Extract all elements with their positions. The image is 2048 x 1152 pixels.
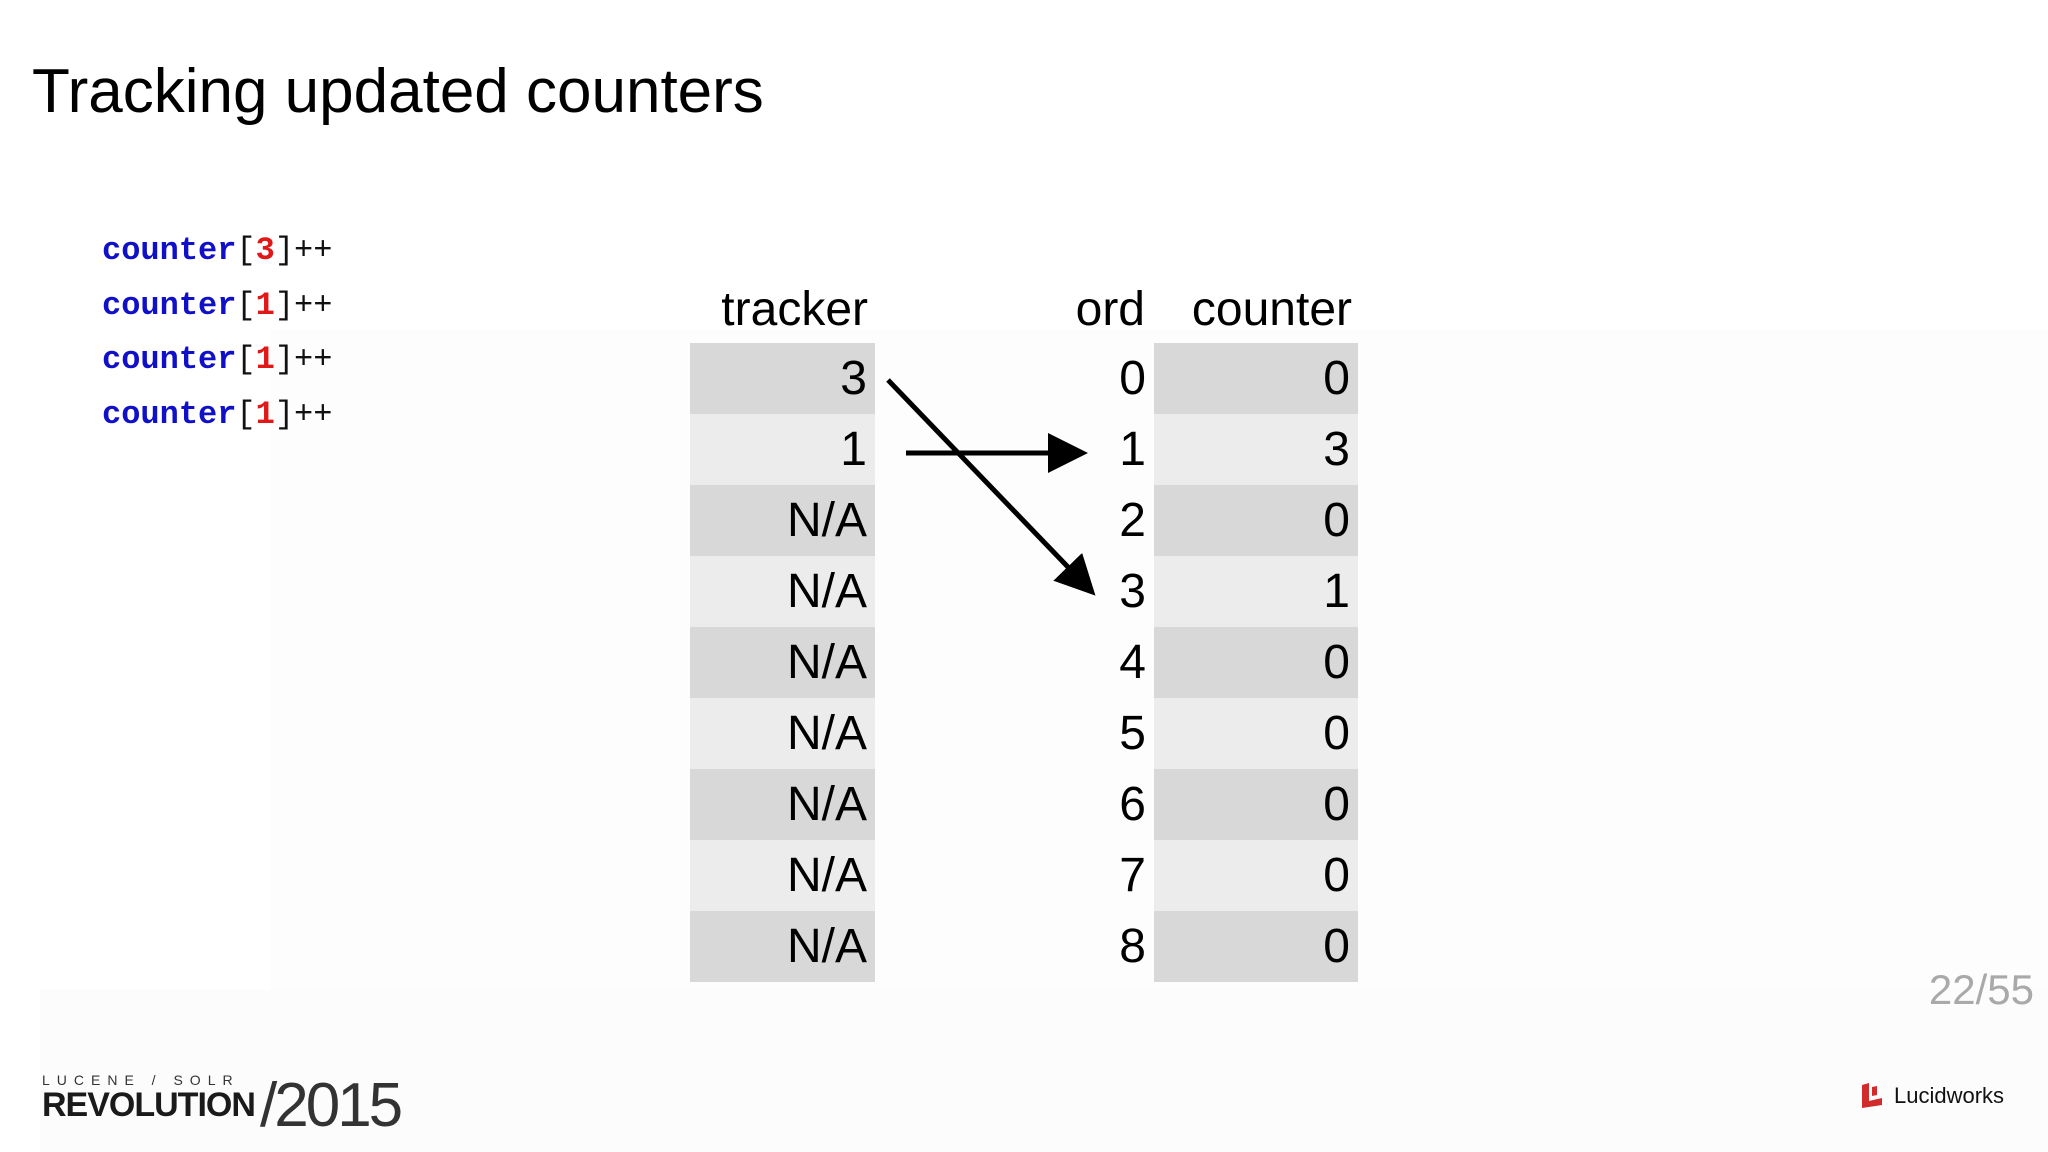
code-index: 1 bbox=[255, 286, 275, 324]
code-block: counter[3]++ counter[1]++ counter[1]++ c… bbox=[102, 224, 332, 442]
tracker-column: 3 1 N/A N/A N/A N/A N/A N/A N/A bbox=[690, 343, 875, 982]
tracker-cell: N/A bbox=[690, 840, 875, 911]
ord-cell: 8 bbox=[1119, 920, 1146, 973]
tracker-cell: N/A bbox=[690, 769, 875, 840]
ord-cell: 1 bbox=[1119, 423, 1146, 476]
counter-header: counter bbox=[1191, 283, 1352, 336]
tracker-cell: N/A bbox=[690, 698, 875, 769]
counter-cell: 0 bbox=[1154, 698, 1358, 769]
code-identifier: counter bbox=[102, 341, 237, 378]
tracker-cell: N/A bbox=[690, 485, 875, 556]
code-bracket-open: [ bbox=[236, 286, 256, 324]
slide-title: Tracking updated counters bbox=[32, 57, 764, 126]
code-bracket-open: [ bbox=[236, 232, 256, 269]
ord-column: 0 1 2 3 4 5 6 7 8 bbox=[1066, 343, 1146, 982]
code-line: counter[3]++ bbox=[102, 224, 332, 279]
slide-footer-background bbox=[40, 990, 2048, 1152]
counter-cell: 1 bbox=[1154, 556, 1358, 627]
logo-small-text: LUCENE / SOLR bbox=[42, 1072, 240, 1088]
logo-big-text: REVOLUTION bbox=[42, 1086, 256, 1124]
lucidworks-text: Lucidworks bbox=[1894, 1083, 2005, 1108]
ord-cell: 6 bbox=[1119, 778, 1146, 831]
counter-column: 0 3 0 1 0 0 0 0 0 bbox=[1154, 343, 1358, 982]
tracker-cell: N/A bbox=[690, 556, 875, 627]
code-increment: ]++ bbox=[274, 341, 333, 378]
logo-year-text: /2015 bbox=[260, 1071, 403, 1140]
tracker-header: tracker bbox=[721, 283, 868, 336]
ord-cell: 5 bbox=[1119, 707, 1146, 760]
code-line: counter[1]++ bbox=[102, 279, 332, 334]
arrow-tracker0-to-ord3 bbox=[886, 378, 1096, 596]
ord-cell: 3 bbox=[1119, 565, 1146, 618]
counter-cell: 0 bbox=[1154, 627, 1358, 698]
counter-cell: 0 bbox=[1154, 769, 1358, 840]
ord-cell: 0 bbox=[1119, 352, 1146, 405]
code-identifier: counter bbox=[102, 395, 237, 433]
code-bracket-open: [ bbox=[236, 341, 256, 378]
counter-cell: 3 bbox=[1154, 414, 1358, 485]
code-increment: ]++ bbox=[274, 286, 333, 324]
lucene-solr-revolution-logo: LUCENE / SOLR REVOLUTION /2015 bbox=[42, 1056, 403, 1146]
code-index: 1 bbox=[255, 341, 275, 378]
tracker-cell: N/A bbox=[690, 627, 875, 698]
code-bracket-open: [ bbox=[236, 395, 256, 433]
ord-header: ord bbox=[1075, 283, 1145, 336]
ord-cell: 2 bbox=[1119, 494, 1146, 547]
lucidworks-mark-icon bbox=[1862, 1083, 1882, 1108]
tracker-cell: 1 bbox=[690, 414, 875, 485]
code-line: counter[1]++ bbox=[102, 333, 332, 388]
counter-cell: 0 bbox=[1154, 485, 1358, 556]
page-number: 22/55 bbox=[1928, 966, 2034, 1013]
code-index: 1 bbox=[255, 395, 275, 433]
ord-cell: 7 bbox=[1119, 849, 1146, 902]
code-line: counter[1]++ bbox=[102, 388, 332, 443]
code-increment: ]++ bbox=[274, 395, 333, 433]
code-identifier: counter bbox=[102, 286, 237, 324]
tracker-cell: 3 bbox=[690, 343, 875, 414]
code-index: 3 bbox=[255, 232, 275, 269]
code-identifier: counter bbox=[102, 232, 237, 269]
counter-cell: 0 bbox=[1154, 911, 1358, 982]
ord-cell: 4 bbox=[1119, 636, 1146, 689]
code-increment: ]++ bbox=[274, 232, 333, 269]
tracker-cell: N/A bbox=[690, 911, 875, 982]
counter-cell: 0 bbox=[1154, 840, 1358, 911]
counter-cell: 0 bbox=[1154, 343, 1358, 414]
